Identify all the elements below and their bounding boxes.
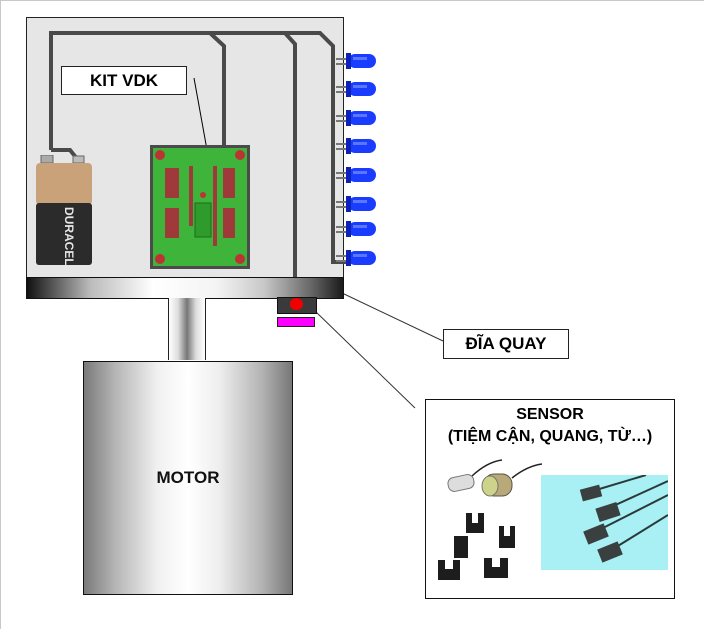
- pcb-pads: [165, 166, 235, 246]
- magnet-marker: [277, 317, 315, 327]
- sensor-indicator: [290, 298, 303, 310]
- pcb-via: [200, 192, 206, 198]
- pcb-chip: [194, 202, 212, 238]
- kit-label: KIT VDK: [61, 66, 187, 95]
- led: [336, 196, 376, 212]
- cylindrical-sensors-image: [447, 459, 542, 497]
- motor-shaft: [168, 298, 206, 360]
- led: [336, 250, 376, 266]
- motor-label: MOTOR: [156, 468, 220, 487]
- battery-top-copper: [36, 163, 92, 205]
- pcb-traces: [155, 150, 245, 264]
- magnetic-sensors-image: [541, 474, 669, 570]
- wire-sensor: [210, 31, 297, 297]
- sensor-title: SENSOR: [516, 406, 584, 423]
- motor: MOTOR: [83, 361, 293, 595]
- disk-leader-line: [341, 292, 444, 342]
- disk-label: ĐĨA QUAY: [443, 329, 569, 359]
- led: [336, 167, 376, 183]
- slot-sensors-image: [438, 513, 515, 580]
- rotating-disk: [26, 277, 344, 299]
- battery-terminal-pos: [72, 155, 85, 164]
- battery: DURACELL: [36, 155, 92, 266]
- battery-bottom-black: [36, 203, 92, 265]
- led: [336, 138, 376, 154]
- led: [336, 81, 376, 97]
- led: [336, 53, 376, 69]
- microcontroller-kit: [150, 145, 250, 269]
- led-array: [336, 53, 376, 266]
- led: [336, 110, 376, 126]
- sensor-leader-line: [314, 310, 416, 409]
- battery-terminal-neg: [40, 155, 54, 164]
- battery-brand: DURACELL: [62, 207, 76, 266]
- pcb-mount-holes: [155, 150, 245, 264]
- sensor-subtitle: (TIỆM CẬN, QUANG, TỪ…): [447, 428, 653, 445]
- led: [336, 221, 376, 237]
- sensor-panel: SENSOR (TIỆM CẬN, QUANG, TỪ…): [425, 399, 675, 599]
